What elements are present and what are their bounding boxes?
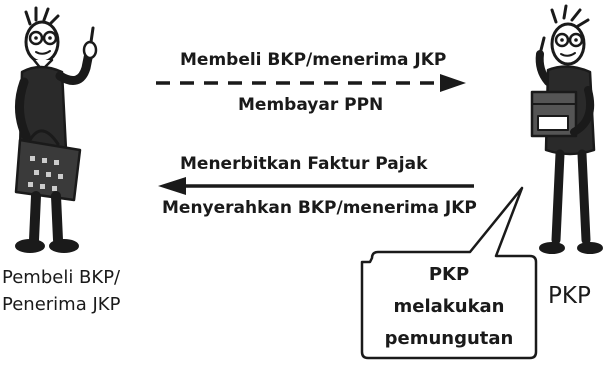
buyer-label: Pembeli BKP/ Penerima JKP	[2, 264, 120, 318]
backward-arrow-top-label: Menerbitkan Faktur Pajak	[180, 154, 428, 174]
buyer-figure-icon	[14, 6, 98, 253]
backward-arrowhead-icon	[158, 177, 186, 195]
speech-bubble-line1: PKP	[428, 264, 470, 285]
speech-bubble-line2: melakukan	[393, 296, 505, 317]
forward-arrowhead-icon	[440, 74, 466, 92]
speech-bubble	[360, 186, 538, 360]
forward-arrow	[156, 74, 466, 92]
backward-arrow	[158, 177, 474, 195]
seller-label: PKP	[548, 283, 591, 309]
seller-figure-icon	[530, 4, 603, 254]
buyer-label-line1: Pembeli BKP/	[2, 267, 121, 288]
forward-arrow-bottom-label: Membayar PPN	[238, 95, 384, 115]
forward-arrow-top-label: Membeli BKP/menerima JKP	[180, 50, 447, 70]
speech-bubble-line3: pemungutan	[384, 328, 514, 349]
backward-arrow-bottom-label: Menyerahkan BKP/menerima JKP	[162, 198, 477, 218]
buyer-label-line2: Penerima JKP	[2, 294, 121, 315]
speech-bubble-text: PKP melakukan pemungutan	[362, 259, 536, 355]
